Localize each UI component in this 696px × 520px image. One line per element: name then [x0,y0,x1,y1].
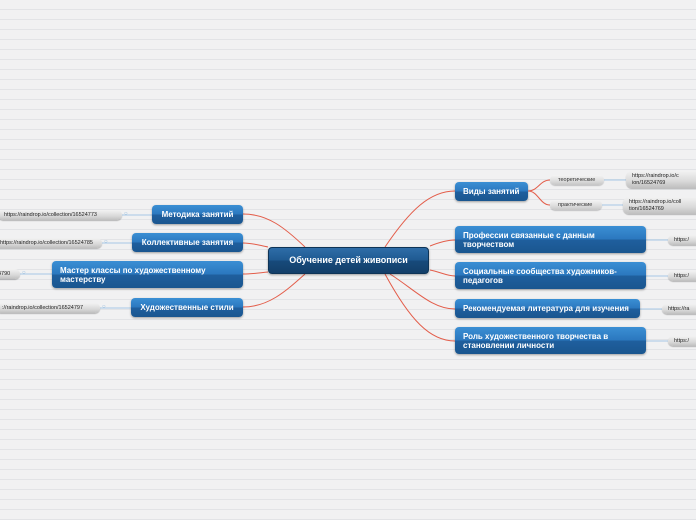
topic-metodika[interactable]: Методика занятий [152,205,243,224]
topic-label: Социальные сообщества художников-педагог… [463,266,617,285]
link-pill[interactable]: ://raindrop.io/collection/16524797 [0,303,100,313]
link-text: ://raindrop.io/collection/16524797 [2,305,84,311]
link-text: https://raindrop.io/c ion/16524769 [632,173,679,186]
connector-center-to-metodika [242,213,306,248]
link-pill[interactable]: https://raindrop.io/collection/16524773 [0,210,122,220]
connector-center-to-literatura [389,273,456,310]
link-text: 4790 [0,271,11,277]
link-pill[interactable]: https:/ [668,271,696,281]
topic-label: Методика занятий [161,210,234,219]
topic-label: Виды занятий [463,187,520,196]
topic-label: Рекомендуемая литература для изучения [463,304,629,313]
topic-master-klassy[interactable]: Мастер классы по художественному мастерс… [52,261,243,288]
paperclip-icon: ○ [124,211,128,217]
topic-label: Профессии связанные с данным творчеством [463,230,595,249]
paperclip-icon: ○ [104,239,108,245]
central-topic-label: Обучение детей живописи [289,255,408,265]
topic-vidy-zanyatiy[interactable]: Виды занятий [455,182,528,201]
topic-stili[interactable]: Художественные стили [131,298,243,317]
topic-label: Роль художественного творчества в станов… [463,331,609,350]
connector-center-to-vidy [384,190,456,248]
connector-center-to-rol [384,273,456,342]
connector-center-to-soobshestva [429,269,456,277]
topic-label: Мастер классы по художественному мастерс… [60,265,206,284]
link-text: https://ra [668,306,690,312]
link-pill[interactable]: https://raindrop.io/coll tion/16524769 [623,197,696,214]
link-text: https://raindrop.io/collection/16524785 [0,240,93,246]
central-topic[interactable]: Обучение детей живописи [268,247,429,274]
connector-center-to-kollektivnye [242,242,269,248]
link-pill[interactable]: https://raindrop.io/collection/16524785 [0,238,102,248]
topic-kollektivnye[interactable]: Коллективные занятия [132,233,243,252]
link-text: https:/ [674,338,689,344]
link-pill[interactable]: 4790 [0,269,20,279]
subtopic-prakticheskie[interactable]: практические [550,200,602,210]
topic-rol-tvorchestva[interactable]: Роль художественного творчества в станов… [455,327,646,354]
topic-literatura[interactable]: Рекомендуемая литература для изучения [455,299,640,318]
paperclip-icon: ○ [22,270,26,276]
link-text: https://raindrop.io/coll tion/16524769 [629,199,682,212]
subtopic-label: практические [558,202,593,208]
subtopic-teoreticheskie[interactable]: теоретические [550,175,604,185]
topic-professii[interactable]: Профессии связанные с данным творчеством [455,226,646,253]
link-pill[interactable]: https://ra [662,304,696,314]
subtopic-label: теоретические [558,177,596,183]
connector-center-to-stili [242,273,306,308]
topic-label: Художественные стили [140,303,234,312]
link-pill[interactable]: https://raindrop.io/c ion/16524769 [626,171,696,188]
connector-vidy-to-prakticheskie [527,190,551,206]
topic-label: Коллективные занятия [141,238,234,247]
paperclip-icon: ○ [102,304,106,310]
link-text: https://raindrop.io/collection/16524773 [4,212,97,218]
link-text: https:/ [674,237,689,243]
link-pill[interactable]: https:/ [668,336,696,346]
link-text: https:/ [674,273,689,279]
connector-center-to-professii [429,239,456,247]
connector-center-to-master [242,271,269,275]
link-pill[interactable]: https:/ [668,235,696,245]
connector-vidy-to-teoreticheskie [527,179,551,192]
topic-soobshestva[interactable]: Социальные сообщества художников-педагог… [455,262,646,289]
